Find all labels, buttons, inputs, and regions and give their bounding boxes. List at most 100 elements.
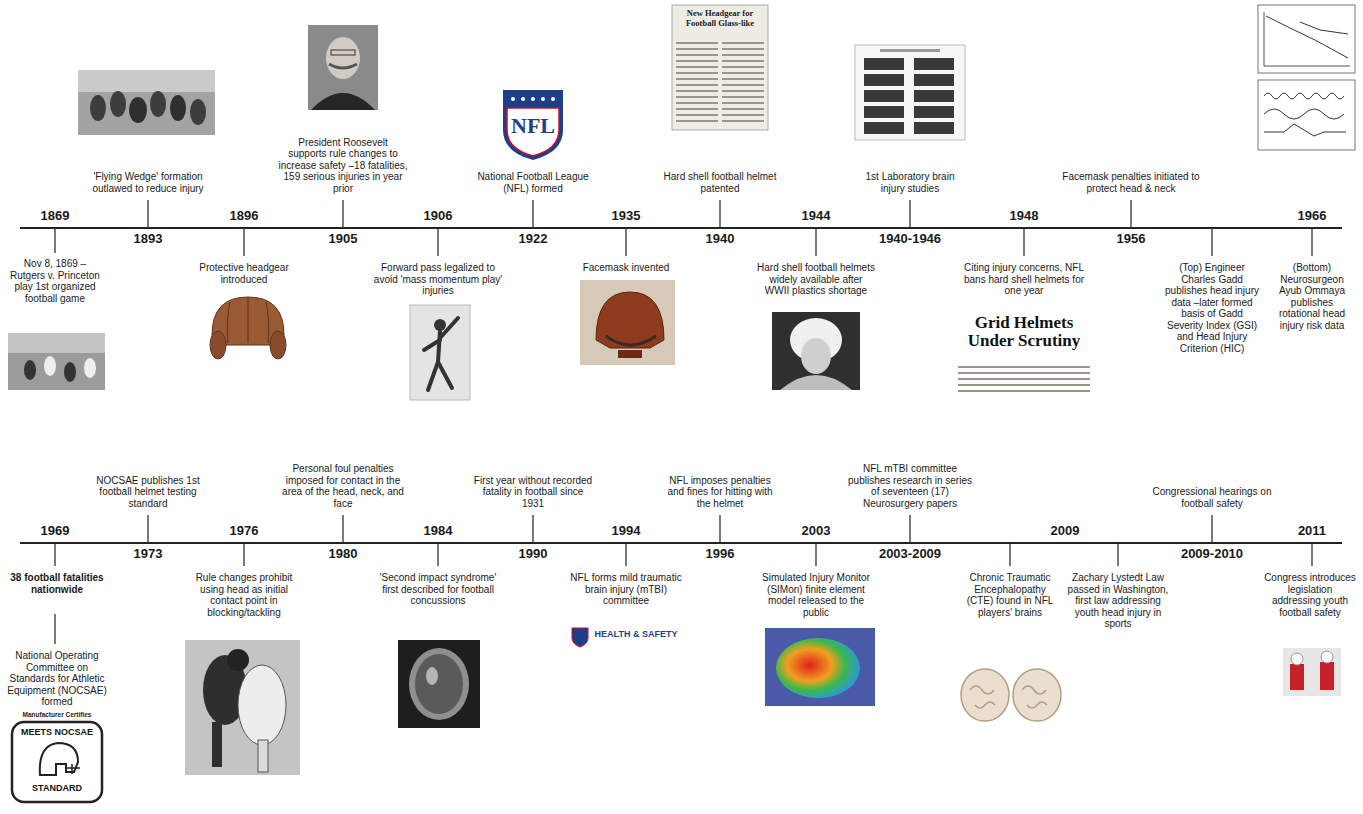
- event-text: 1st Laboratory brain injury studies: [855, 171, 965, 194]
- nfl-shield-logo: [541, 97, 545, 101]
- forward-pass-photo: [438, 362, 452, 388]
- event-text: Hard shell football helmet patented: [660, 171, 780, 194]
- ct-scan-image: [409, 648, 469, 720]
- year-label: 2011: [1272, 524, 1352, 539]
- nfl-shield-logo: [511, 97, 515, 101]
- tick-line: [719, 515, 720, 543]
- lab-study-figure: [855, 45, 965, 140]
- youth-football-photo: [1283, 648, 1341, 696]
- first-game-photo: [8, 333, 105, 390]
- event-text: National Operating Committee on Standard…: [7, 650, 107, 708]
- tick-line: [55, 200, 1312, 644]
- tick-line: [1311, 543, 1312, 566]
- cte-brain-slices: [961, 669, 1009, 721]
- tick-line: [243, 228, 244, 256]
- head-injury-graphs: [1258, 5, 1355, 73]
- event-text: NFL imposes penalties and fines for hitt…: [660, 475, 780, 510]
- year-label: 1990: [493, 547, 573, 562]
- facemask-helmet-photo: [580, 280, 675, 365]
- newspaper-clipping: [676, 38, 718, 126]
- roosevelt-portrait: [308, 25, 378, 110]
- year-label: 1940: [680, 232, 760, 247]
- year-label: 1956: [1091, 232, 1171, 247]
- head-injury-graphs: [1300, 22, 1348, 34]
- tick-line: [815, 228, 816, 256]
- facemask-helmet-photo: [606, 336, 656, 345]
- tick-line: [147, 515, 148, 543]
- youth-football-photo: [1320, 662, 1334, 690]
- timeline-axis: [20, 228, 1342, 543]
- newspaper-clipping: [672, 5, 768, 130]
- tick-line: [1117, 543, 1118, 566]
- forward-pass-photo: [410, 305, 470, 400]
- nocsae-seal: [12, 722, 102, 802]
- event-text: NOCSAE publishes 1st football helmet tes…: [93, 475, 203, 510]
- event-text: (Top) Engineer Charles Gadd publishes he…: [1164, 262, 1260, 354]
- year-label: 1935: [586, 209, 666, 224]
- lab-study-figure: [855, 45, 965, 140]
- event-text: National Football League (NFL) formed: [473, 171, 593, 194]
- event-text: Facemask invented: [571, 262, 681, 274]
- tick-line: [909, 200, 910, 228]
- clipping-headline: New Headgear for Football Glass-like: [676, 9, 764, 29]
- nocsae-seal: [12, 722, 102, 802]
- logo-text: NFL: [503, 113, 563, 138]
- tick-line: [1211, 228, 1212, 256]
- roosevelt-portrait: [311, 93, 375, 110]
- tick-line: [815, 543, 816, 566]
- simon-head-model: [765, 628, 875, 706]
- forward-pass-photo: [440, 318, 458, 338]
- flying-wedge-photo: [170, 95, 186, 121]
- event-text: 'Flying Wedge' formation outlawed to red…: [88, 171, 208, 194]
- tick-line: [1023, 228, 1024, 256]
- lab-study-figure: [864, 122, 904, 134]
- ct-scan-image: [398, 640, 480, 728]
- lab-study-figure: [864, 58, 904, 70]
- event-text: Chronic Traumatic Encephalopathy (CTE) f…: [960, 572, 1060, 618]
- first-game-photo: [24, 360, 36, 380]
- roosevelt-portrait: [331, 50, 355, 55]
- tick-line: [532, 515, 533, 543]
- year-label: 1980: [303, 547, 383, 562]
- nfl-shield-logo: [551, 97, 555, 101]
- year-label: 1940-1946: [870, 232, 950, 247]
- year-label: 2003-2009: [870, 547, 950, 562]
- simon-head-model: [765, 628, 875, 706]
- tick-line: [532, 200, 533, 228]
- year-label: 1893: [108, 232, 188, 247]
- newspaper-text: [958, 362, 1090, 394]
- head-injury-graphs: [1258, 80, 1355, 150]
- head-injury-graphs: [1258, 5, 1355, 150]
- first-game-photo: [84, 358, 96, 378]
- tick-line: [342, 200, 343, 228]
- tick-line: [1311, 228, 1312, 256]
- year-label: 1948: [984, 209, 1064, 224]
- roosevelt-portrait: [326, 37, 360, 79]
- youth-football-photo: [1290, 664, 1304, 690]
- tackling-photo: [227, 649, 249, 671]
- leather-headgear: [210, 297, 286, 359]
- player-helmet-photo: [772, 312, 860, 390]
- flying-wedge-photo: [129, 97, 147, 123]
- year-label: 1996: [680, 547, 760, 562]
- event-text: Zachary Lystedt Law passed in Washington…: [1066, 572, 1170, 630]
- tackling-photo: [238, 665, 286, 745]
- ct-scan-image: [426, 667, 438, 685]
- cte-brain-slices: [961, 669, 1061, 721]
- head-injury-graphs: [1264, 124, 1346, 136]
- forward-pass-photo: [428, 362, 438, 390]
- youth-football-photo: [1291, 653, 1303, 665]
- player-helmet-photo: [772, 312, 860, 390]
- tick-line: [1211, 515, 1212, 543]
- tick-line: [54, 543, 55, 566]
- event-text: 38 football fatalities nationwide: [7, 572, 107, 595]
- head-injury-graphs: [1266, 16, 1348, 58]
- event-text: Congress introduces legislation addressi…: [1264, 572, 1356, 618]
- flying-wedge-photo: [190, 99, 206, 125]
- nfl-shield-logo: [521, 97, 525, 101]
- tick-line: [243, 543, 244, 566]
- year-label: 1922: [493, 232, 573, 247]
- event-text: First year without recorded fatality in …: [473, 475, 593, 510]
- tick-line: [54, 614, 55, 644]
- first-game-photo: [64, 362, 76, 382]
